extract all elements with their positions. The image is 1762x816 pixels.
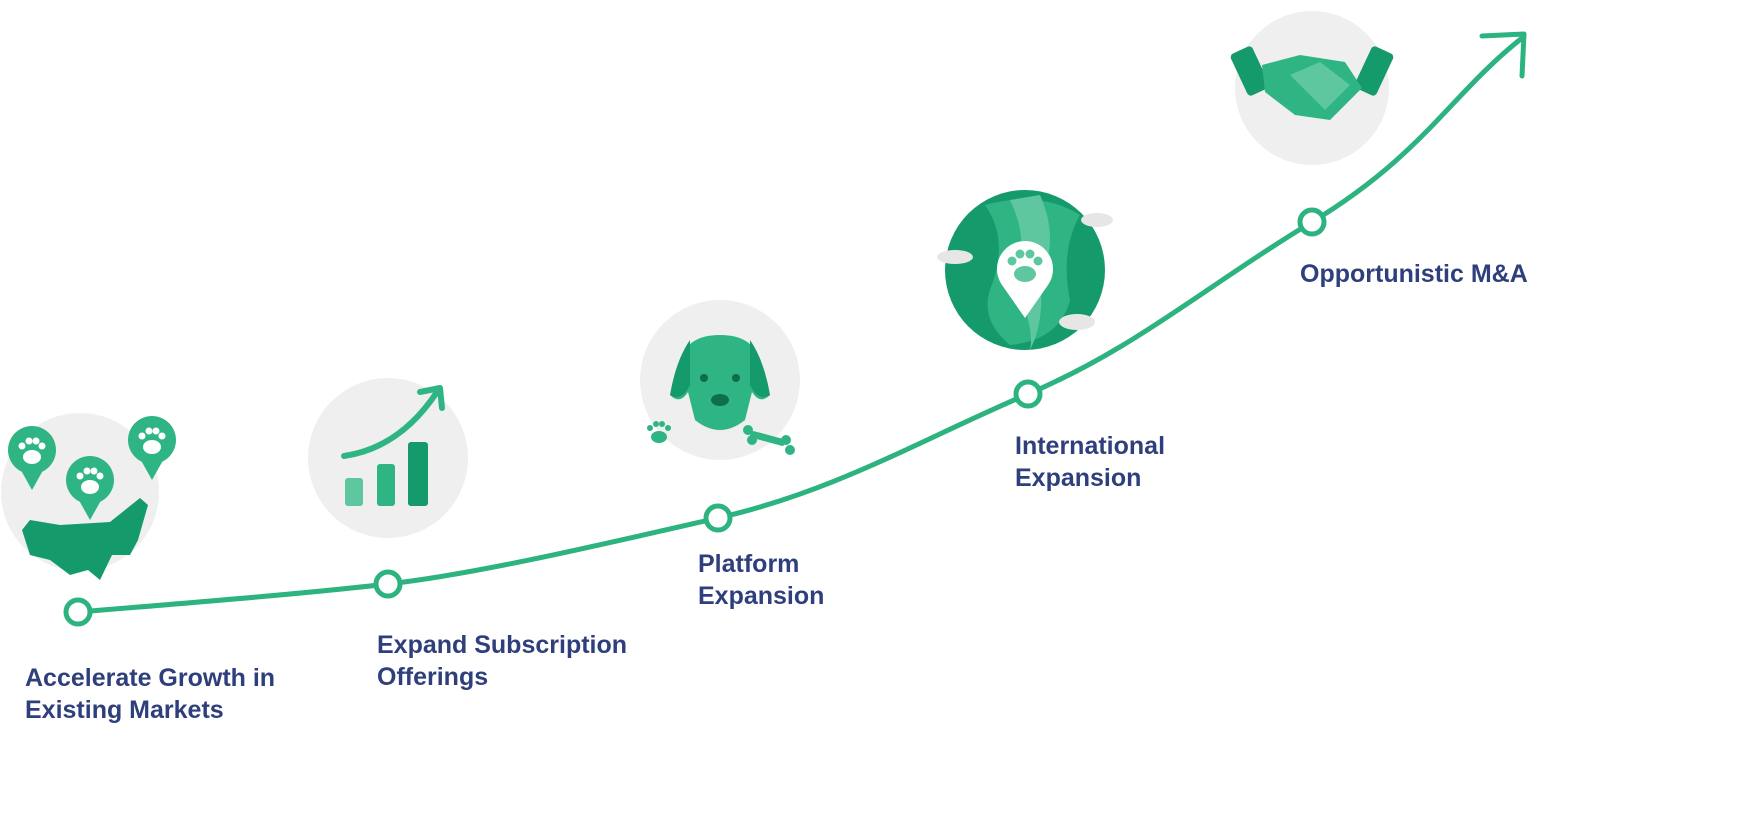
step-label-international-expansion: International Expansion: [1015, 430, 1165, 494]
paw-icon: [647, 421, 671, 443]
growth-chart-icon: [308, 378, 468, 538]
label-line: International: [1015, 432, 1166, 460]
step-label-accelerate-growth: Accelerate Growth in Existing Markets: [25, 662, 275, 726]
arrow-head-icon: [1479, 31, 1527, 79]
handshake-icon: [1230, 11, 1394, 165]
node-3: [703, 503, 733, 533]
bone-icon: [743, 425, 795, 455]
label-line: Accelerate Growth in: [25, 664, 276, 692]
label-line: Expansion: [698, 582, 825, 610]
growth-curve: [77, 36, 1524, 615]
node-5: [1297, 207, 1327, 237]
step-label-opportunistic-ma: Opportunistic M&A: [1300, 258, 1528, 290]
dog-face-icon: [640, 300, 800, 460]
node-2: [373, 569, 403, 599]
timeline-nodes: [63, 207, 1327, 627]
label-line: Offerings: [377, 663, 489, 691]
label-line: Platform: [698, 550, 800, 578]
us-map-paw-pins-icon: [1, 413, 176, 580]
node-1: [63, 597, 93, 627]
step-label-expand-subscription: Expand Subscription Offerings: [377, 629, 627, 693]
label-line: Existing Markets: [25, 696, 224, 724]
label-line: Expand Subscription: [377, 631, 628, 659]
globe-paw-pin-icon: [937, 190, 1113, 350]
step-label-platform-expansion: Platform Expansion: [698, 548, 824, 612]
label-line: Expansion: [1015, 464, 1142, 492]
node-4: [1013, 379, 1043, 409]
label-line: Opportunistic M&A: [1300, 260, 1528, 288]
